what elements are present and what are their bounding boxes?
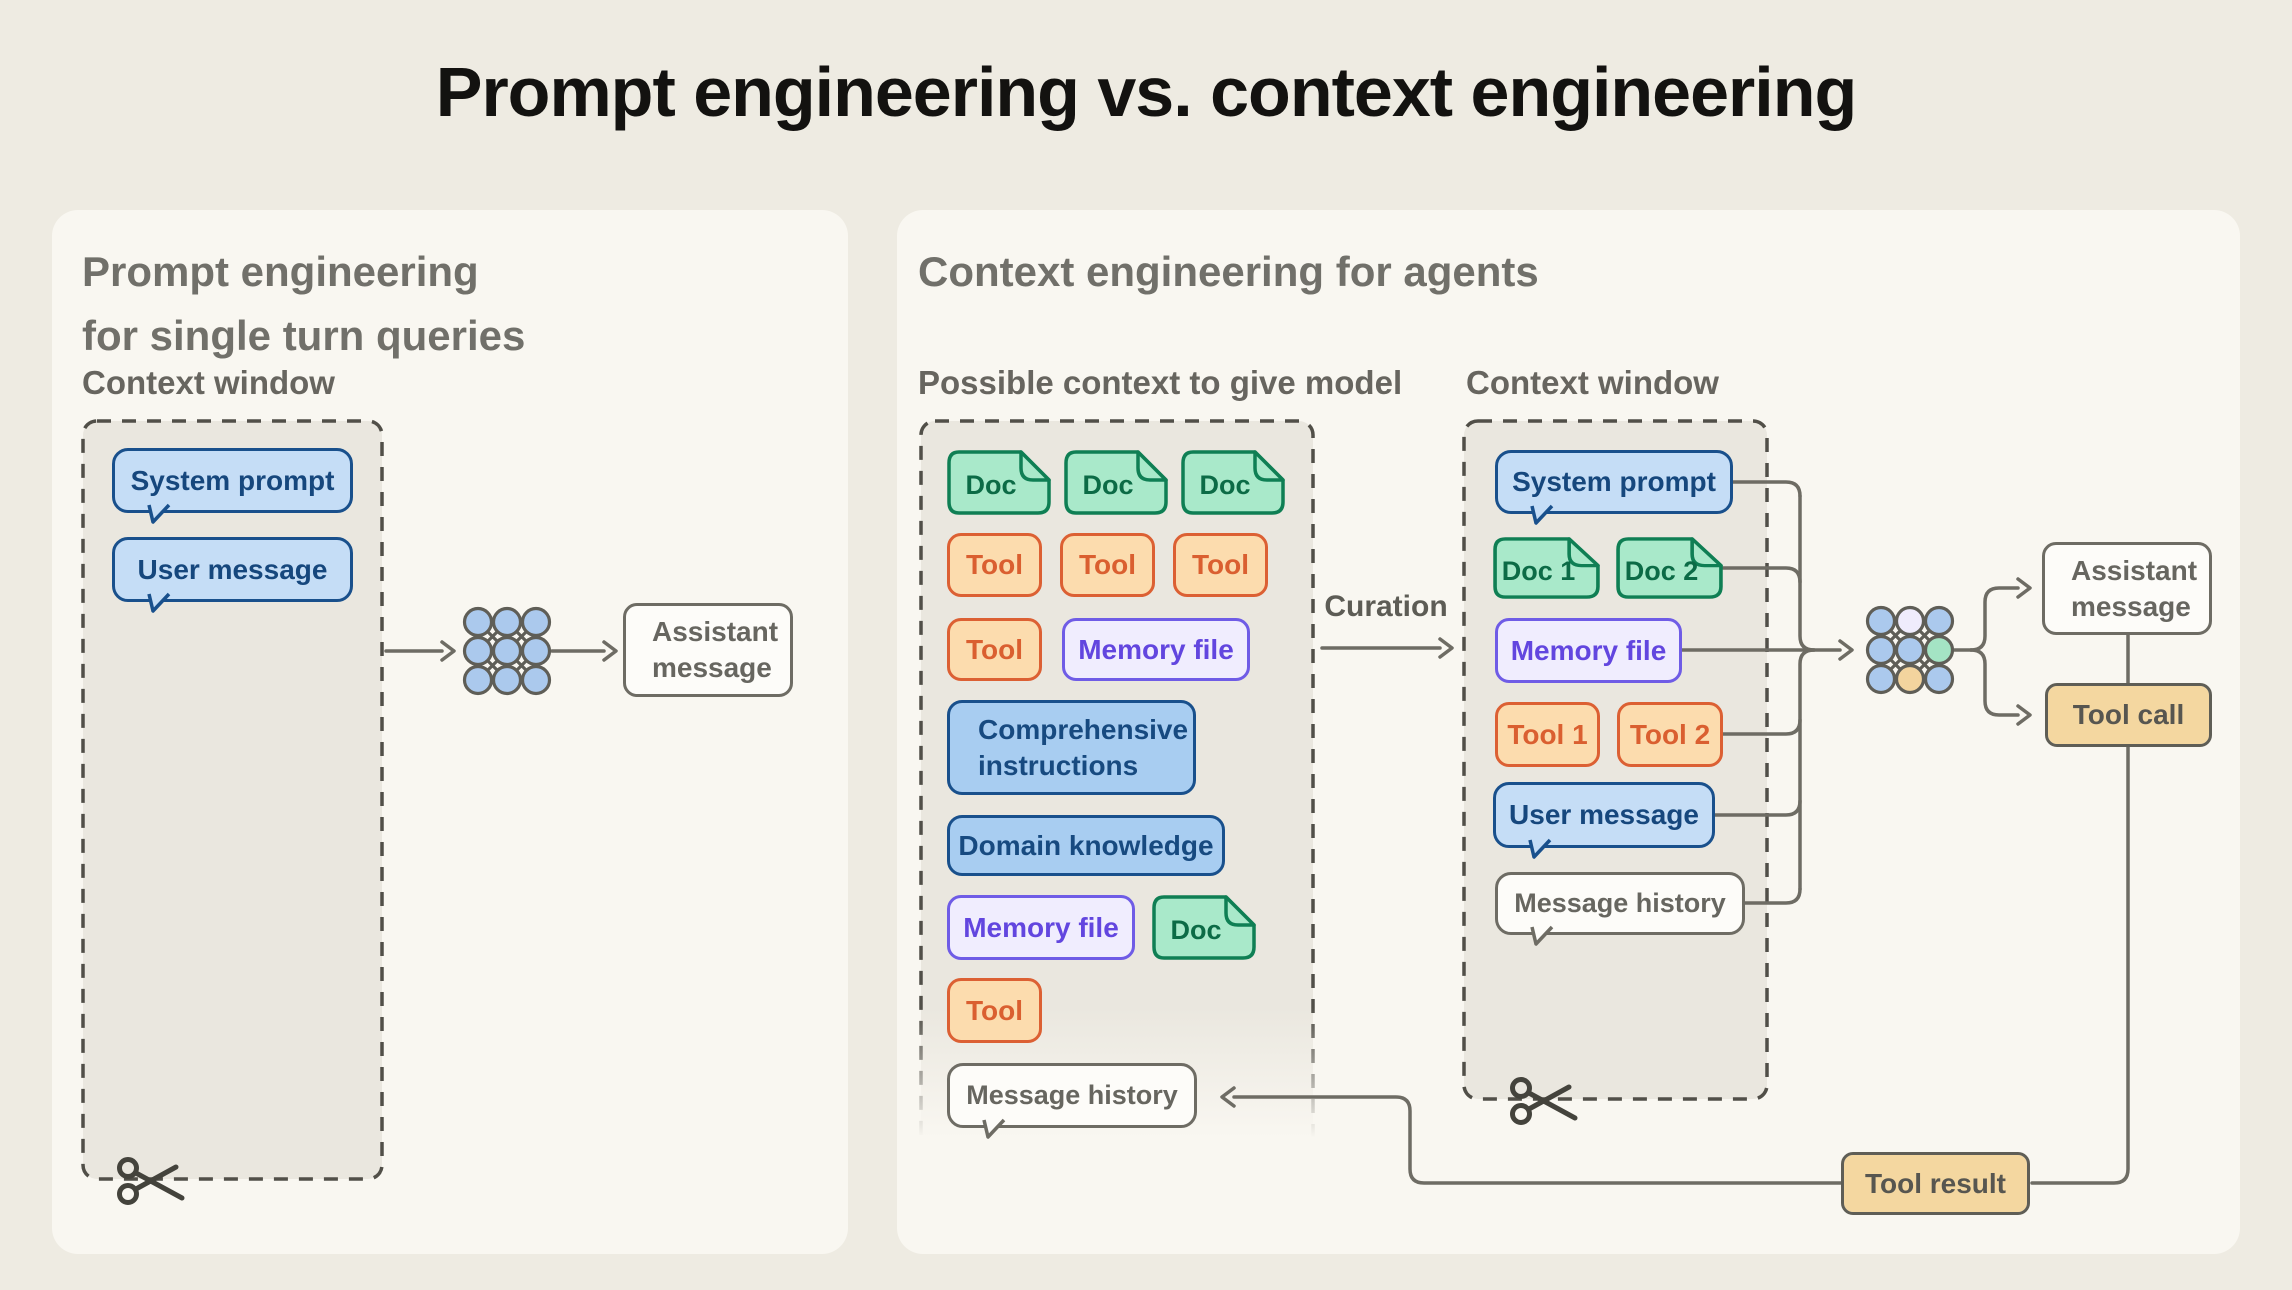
curation-label: Curation — [1324, 590, 1448, 623]
domain-knowledge-item: Domain knowledge — [947, 815, 1225, 876]
tool-call-box: Tool call — [2045, 683, 2212, 747]
left-panel-heading: Prompt engineering for single turn queri… — [82, 248, 526, 359]
bubble-tail — [147, 503, 171, 524]
bubble-tail — [982, 1118, 1006, 1139]
bubble-tail — [1528, 838, 1552, 859]
comprehensive-instructions-item: Comprehensive instructions — [947, 700, 1196, 795]
tool-item: Tool — [1060, 533, 1155, 597]
message-history-bubble: Message history — [947, 1063, 1197, 1139]
bubble-tail — [147, 592, 171, 613]
tool-item: Tool — [947, 978, 1042, 1043]
bubble-tail — [1530, 504, 1554, 525]
doc-item: Doc — [1064, 450, 1168, 515]
bubble-tail — [1530, 925, 1554, 946]
doc-item: Doc — [947, 450, 1051, 515]
tool-item: Tool 2 — [1617, 702, 1723, 767]
tool-item: Tool — [1173, 533, 1268, 597]
tool-item: Tool — [947, 618, 1042, 681]
doc-item: Doc — [1181, 450, 1285, 515]
context-window-label: Context window — [1466, 364, 1719, 401]
system-prompt-bubble: System prompt — [1495, 450, 1733, 525]
assistant-message-box: Assistant message — [623, 603, 793, 697]
memory-file-item: Memory file — [1062, 618, 1250, 681]
right-panel-heading: Context engineering for agents — [918, 248, 1539, 295]
possible-context-label: Possible context to give model — [918, 364, 1403, 401]
memory-file-item: Memory file — [1495, 618, 1682, 683]
user-message-bubble: User message — [112, 537, 353, 613]
tool-result-box: Tool result — [1841, 1152, 2030, 1215]
doc-item: Doc — [1152, 895, 1256, 960]
doc-item: Doc 2 — [1616, 537, 1723, 599]
page-title: Prompt engineering vs. context engineeri… — [435, 53, 1857, 131]
doc-item: Doc 1 — [1493, 537, 1600, 599]
tool-item: Tool 1 — [1495, 702, 1600, 767]
system-prompt-bubble: System prompt — [112, 448, 353, 524]
message-history-bubble: Message history — [1495, 872, 1745, 946]
tool-item: Tool — [947, 533, 1042, 597]
context-window-label: Context window — [82, 364, 335, 401]
assistant-message-box: Assistant message — [2042, 542, 2212, 635]
user-message-bubble: User message — [1493, 782, 1715, 859]
memory-file-item: Memory file — [947, 895, 1135, 960]
